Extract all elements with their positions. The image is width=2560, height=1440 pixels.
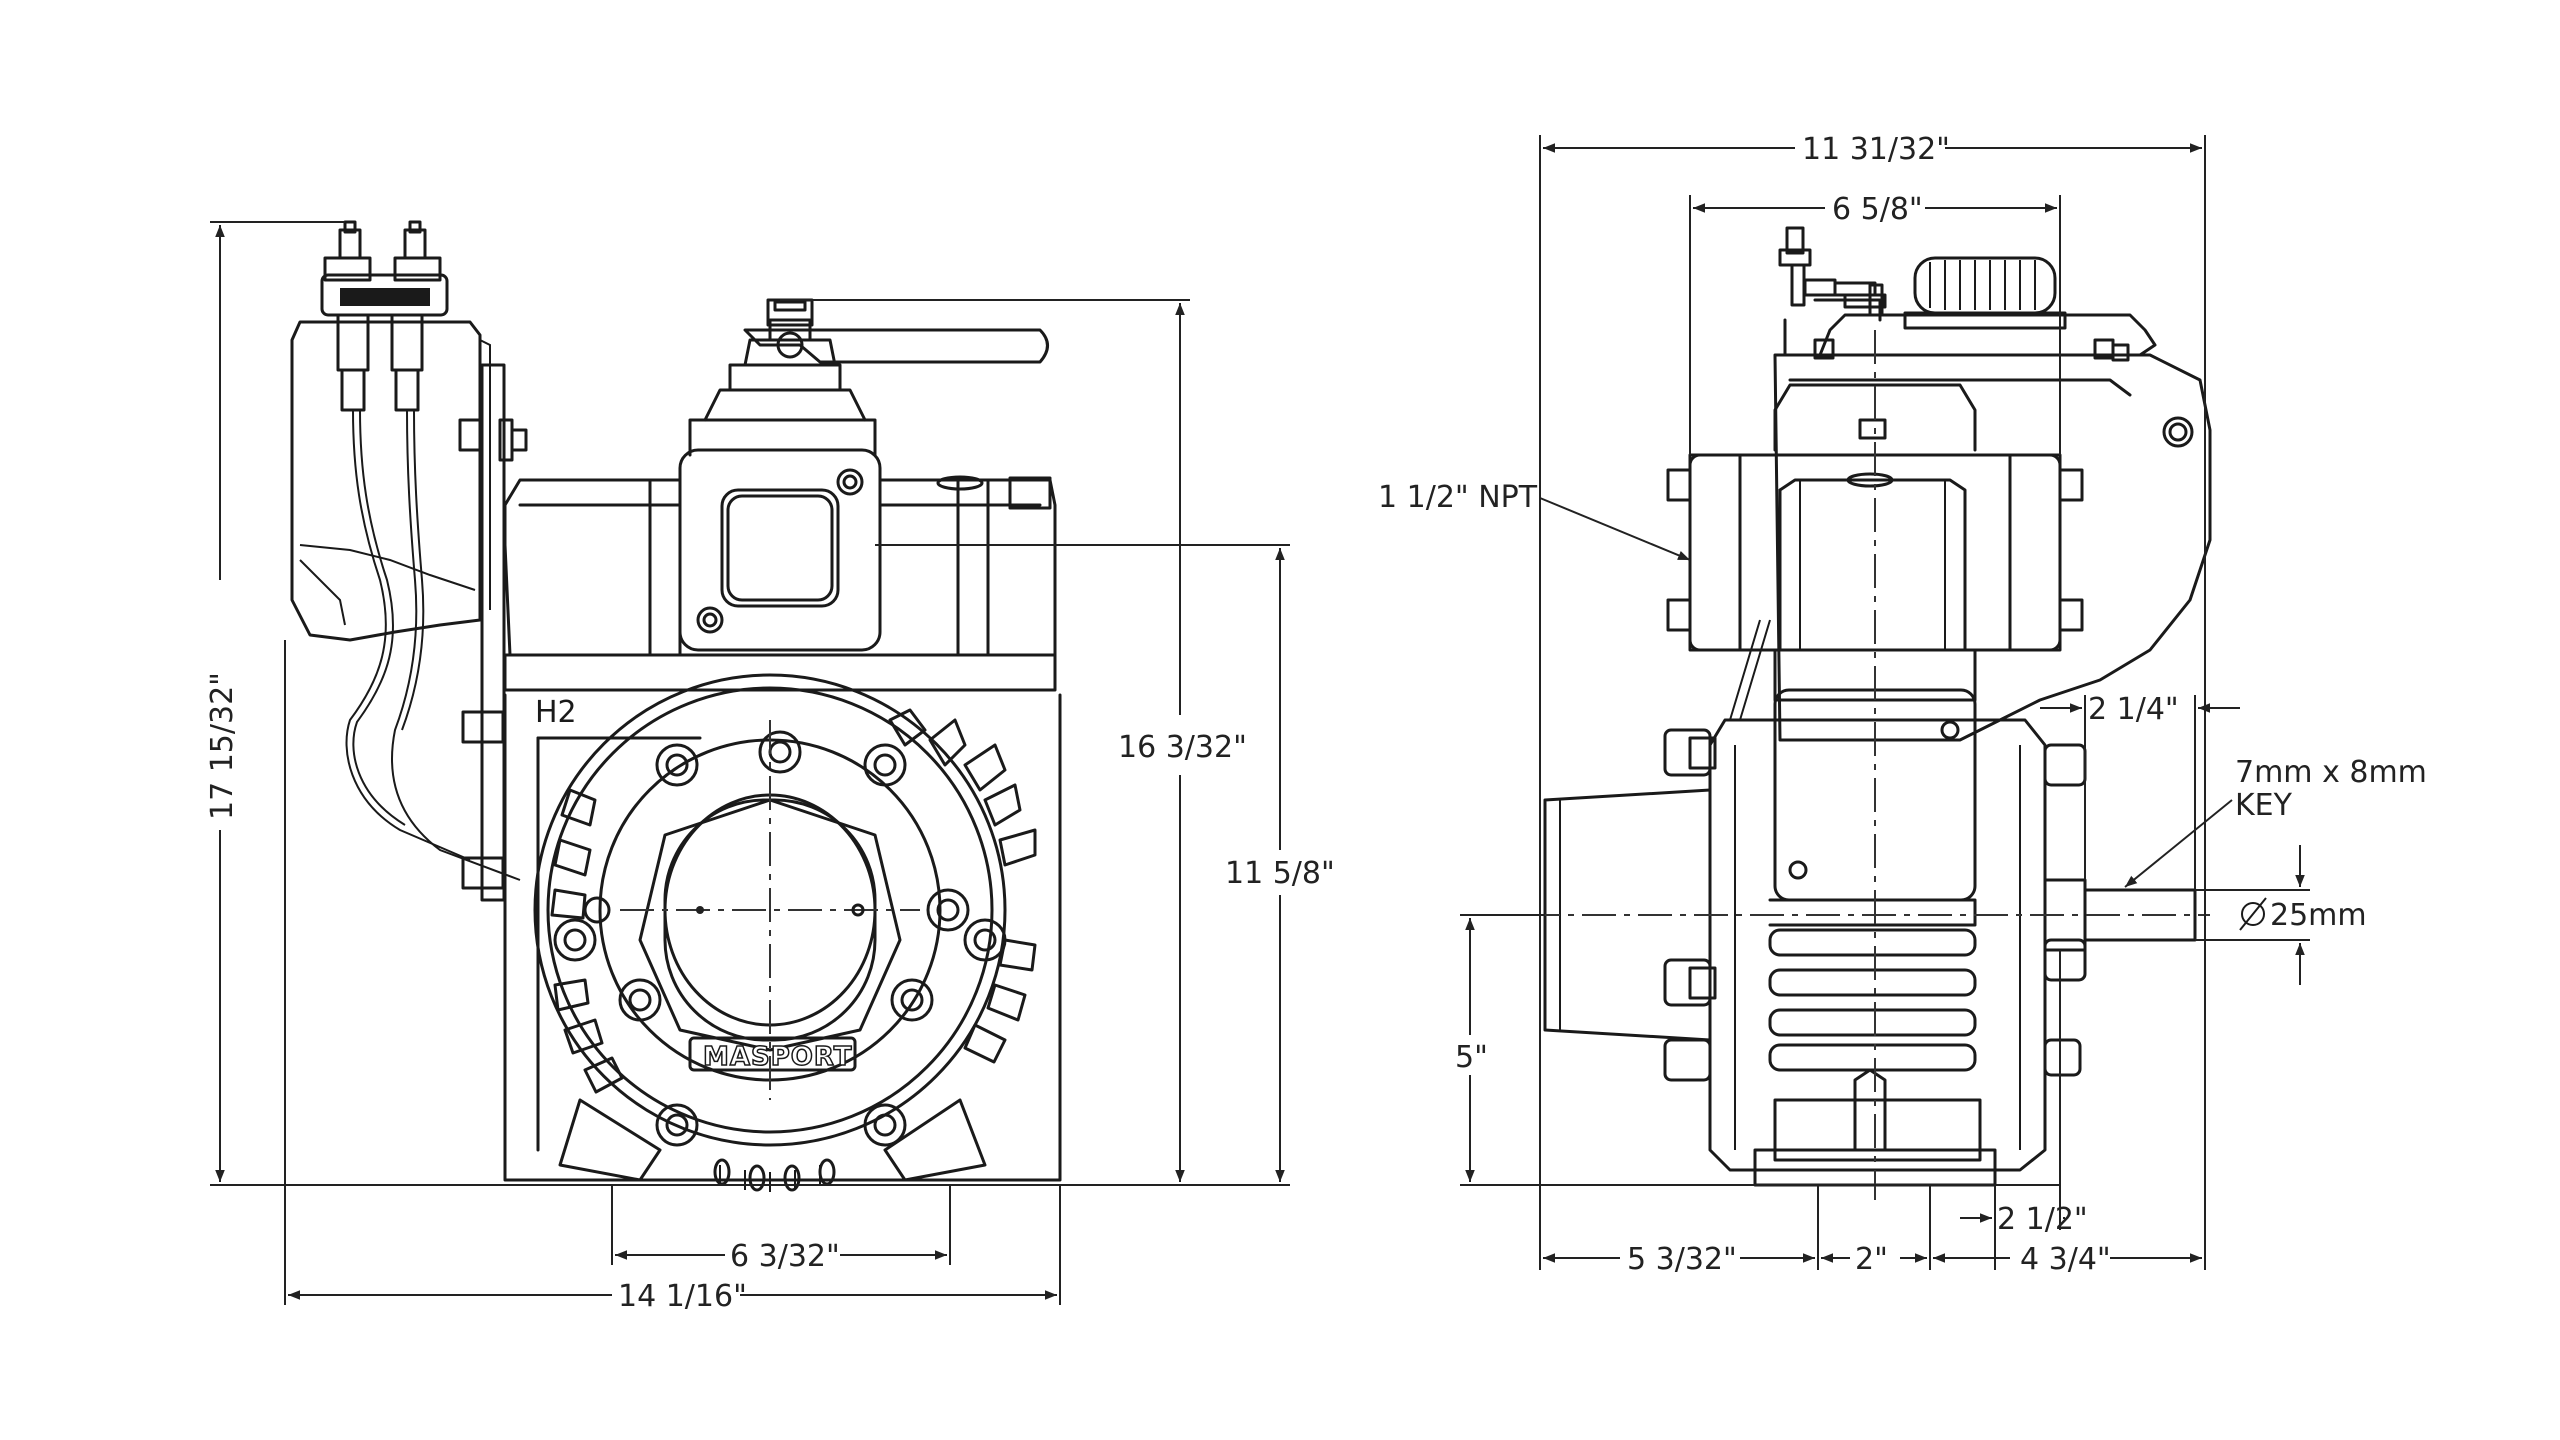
pump-body: MASPORT (533, 673, 1037, 1192)
body-bolts (553, 730, 1007, 1147)
dim-shaft-to-top: 11 5/8" (875, 544, 1335, 1186)
oil-reservoir (290, 320, 491, 642)
dim-overall-height-text: 17 15/32" (205, 672, 240, 820)
dim-shaft-length: 2 1/4" (2040, 692, 2240, 890)
dim-side-top-width-text: 6 5/8" (1832, 192, 1923, 227)
diameter-icon (2239, 897, 2267, 931)
callout-port-thread: 1 1/2" NPT (1378, 480, 1691, 561)
callout-key-line1: 7mm x 8mm (2235, 755, 2427, 790)
brand-logo-text: MASPORT (703, 1042, 852, 1072)
dim-shaft-height-text: 5" (1455, 1040, 1488, 1075)
callout-key: 7mm x 8mm KEY (2124, 755, 2427, 888)
front-view: H2 (205, 220, 1335, 1314)
dim-foot-width-text: 2" (1855, 1242, 1888, 1277)
dim-shaft-diameter-text: 25mm (2270, 898, 2367, 933)
dim-shaft-to-top-text: 11 5/8" (1225, 856, 1335, 891)
side-upper-block (1666, 383, 2084, 652)
dim-bottom-chain: 5 3/32" 2" 4 3/4" (1543, 1185, 2202, 1277)
dim-overall-width-text: 14 1/16" (618, 1279, 747, 1314)
pump-label: H2 (535, 695, 577, 730)
inlet-port-flange (678, 448, 882, 652)
dim-shaft-diameter: 25mm (2195, 845, 2367, 985)
side-view: 11 31/32" 6 5/8" 1 1/2" NPT 2 1/4" 7mm x… (1378, 132, 2427, 1277)
dim-height-to-port: 16 3/32" (780, 299, 1247, 1186)
valve-handle (688, 298, 1049, 457)
dim-foot-offset: 2 1/2" (1960, 950, 2088, 1270)
dim-side-overall-width: 11 31/32" (1539, 132, 2206, 1270)
dim-shaft-length-text: 2 1/4" (2088, 692, 2179, 727)
dim-height-to-port-text: 16 3/32" (1118, 730, 1247, 765)
dim-foot-spacing: 6 3/32" (611, 1185, 951, 1274)
dim-foot-offset-text: 2 1/2" (1997, 1202, 2088, 1237)
dim-front-width-text: 4 3/4" (2020, 1242, 2111, 1277)
mounting-bracket (458, 363, 528, 902)
dim-side-top-width: 6 5/8" (1689, 192, 2061, 455)
dim-side-overall-width-text: 11 31/32" (1802, 132, 1950, 167)
oiler-fittings (320, 220, 521, 881)
dim-overall-width: 14 1/16" (284, 640, 1061, 1314)
callout-key-line2: KEY (2235, 788, 2293, 823)
dim-overall-height: 17 15/32" (205, 221, 345, 1186)
dim-shaft-height: 5" (1455, 914, 1545, 1186)
callout-port-thread-text: 1 1/2" NPT (1378, 480, 1538, 515)
side-top-assembly (1773, 226, 2212, 742)
dim-rear-width-text: 5 3/32" (1627, 1242, 1737, 1277)
side-oil-line (1729, 619, 1771, 721)
dim-foot-spacing-text: 6 3/32" (730, 1239, 840, 1274)
